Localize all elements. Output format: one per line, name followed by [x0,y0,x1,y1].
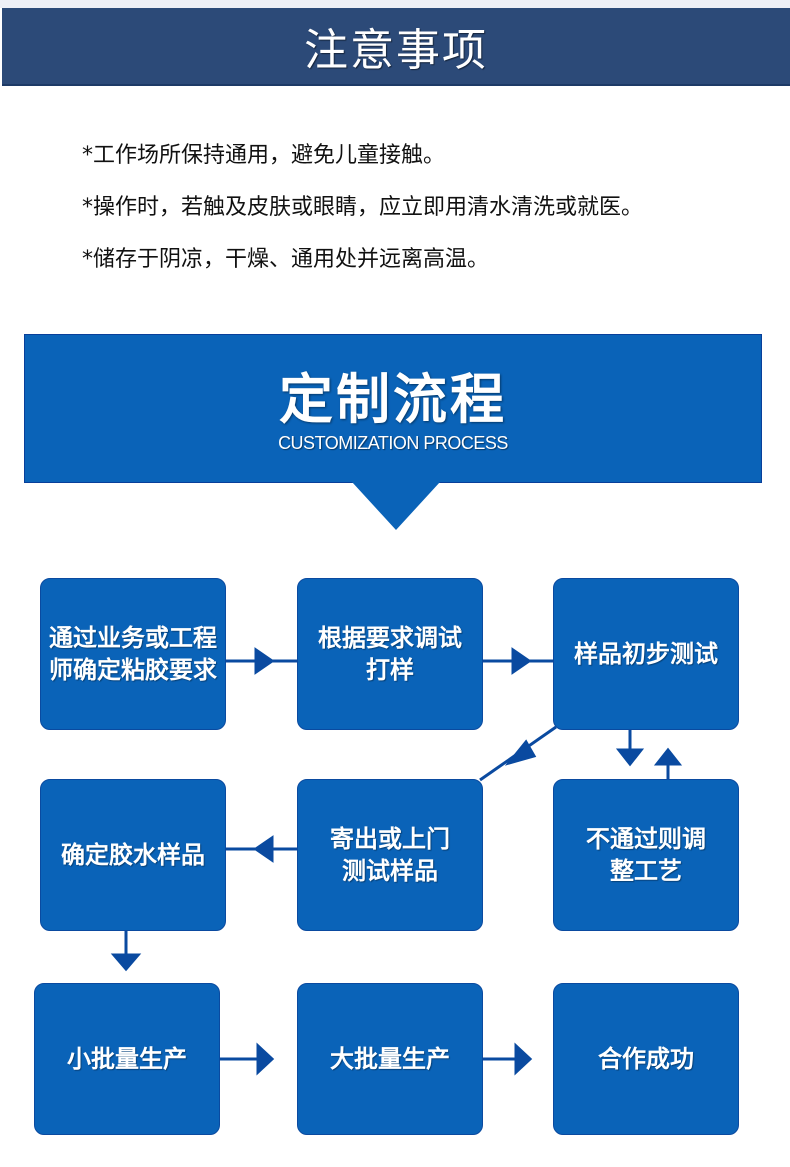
process-banner: 定制流程 CUSTOMIZATION PROCESS [24,334,762,483]
step-label: 根据要求调试打样 [318,624,462,684]
step-label: 寄出或上门测试样品 [330,825,450,885]
arrow-right-icon [511,647,532,675]
notice-header: 注意事项 [2,8,790,86]
step-label: 通过业务或工程师确定粘胶要求 [49,624,217,684]
arrow-right-icon [254,647,275,675]
process-subtitle: CUSTOMIZATION PROCESS [278,433,508,453]
notice-item: *工作场所保持通用，避免儿童接触。 [82,143,446,168]
step-debug-sample: 根据要求调试打样 [297,578,483,730]
arrow-up-icon [653,747,683,766]
notice-title: 注意事项 [304,25,488,76]
process-title: 定制流程 [279,368,507,431]
step-confirm-requirements: 通过业务或工程师确定粘胶要求 [40,578,226,730]
step-label: 合作成功 [598,1045,694,1073]
arrow-right-icon [514,1042,533,1076]
step-success: 合作成功 [553,983,739,1135]
notice-item: *操作时，若触及皮肤或眼睛，应立即用清水清洗或就医。 [82,195,644,220]
arrow-left-icon [253,835,274,863]
top-strip [0,0,790,8]
step-adjust-process: 不通过则调整工艺 [553,779,739,931]
step-send-test: 寄出或上门测试样品 [297,779,483,931]
step-confirm-sample: 确定胶水样品 [40,779,226,931]
step-large-batch: 大批量生产 [297,983,483,1135]
notice-item: *储存于阴凉，干燥、通用处并远离高温。 [82,247,490,272]
arrow-right-icon [256,1042,275,1076]
step-label: 大批量生产 [330,1045,450,1073]
step-initial-test: 样品初步测试 [553,578,739,730]
banner-pointer-icon [352,482,440,530]
step-label: 样品初步测试 [574,640,718,668]
arrow-down-icon [615,748,645,767]
step-label: 确定胶水样品 [61,841,205,869]
notice-list: *工作场所保持通用，避免儿童接触。 *操作时，若触及皮肤或眼睛，应立即用清水清洗… [82,138,643,294]
step-small-batch: 小批量生产 [34,983,220,1135]
arrow-diagonal-icon [504,739,537,766]
step-label: 不通过则调整工艺 [586,825,706,885]
arrow-down-icon [110,953,142,972]
step-label: 小批量生产 [67,1045,187,1073]
